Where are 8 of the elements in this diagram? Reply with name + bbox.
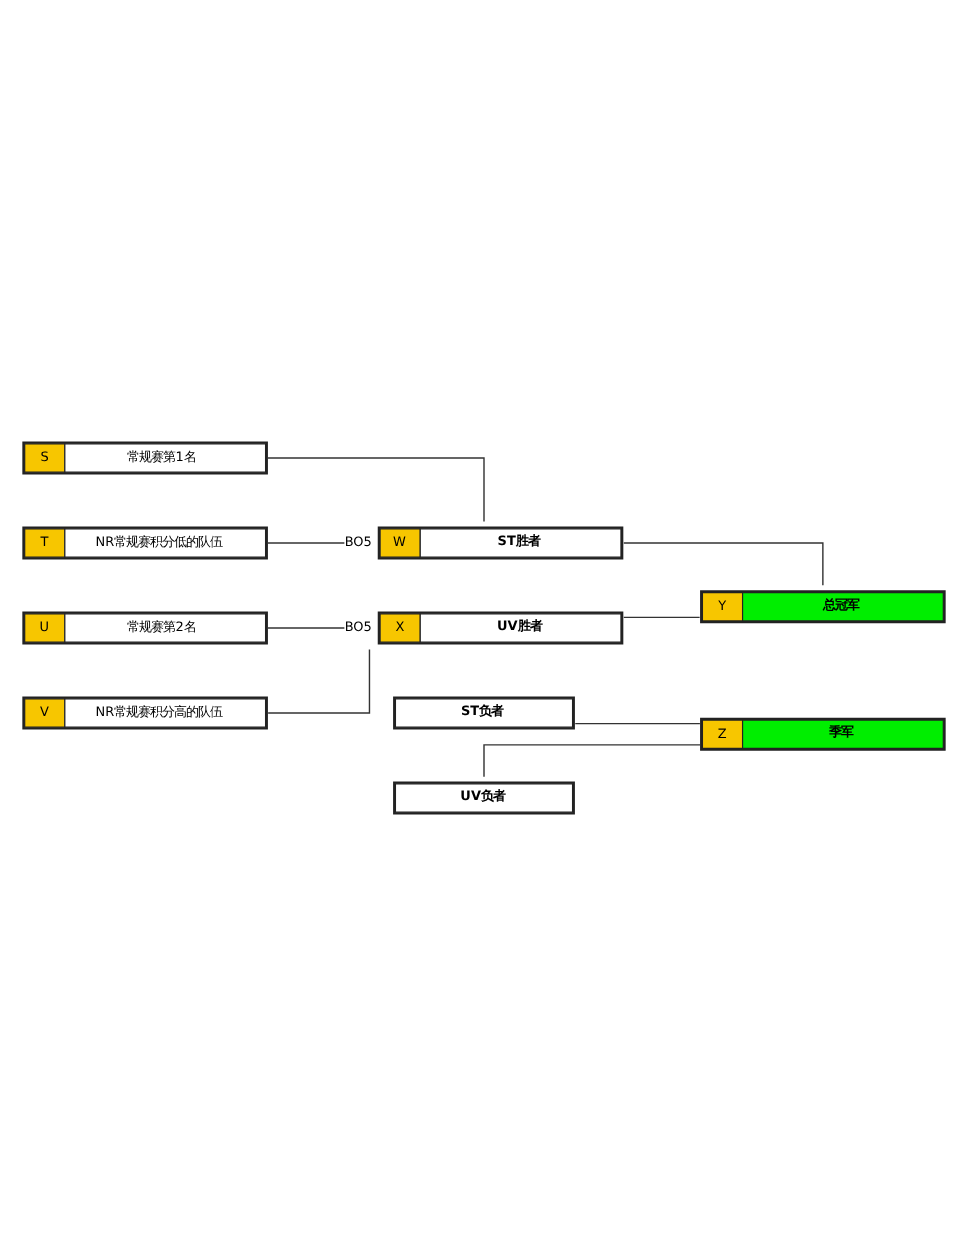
connector: [267, 648, 371, 714]
connector: [574, 722, 701, 725]
connector: [483, 744, 701, 778]
connector: [267, 457, 485, 523]
connector: [623, 616, 701, 619]
connector: [267, 627, 346, 629]
connector: [267, 542, 346, 544]
connector: [623, 542, 824, 586]
